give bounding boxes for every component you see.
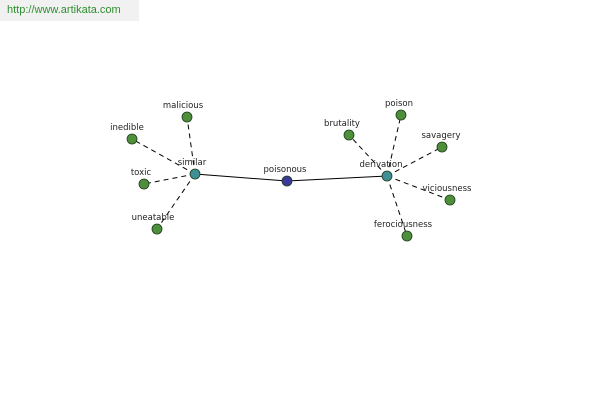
edge-similar-to-toxic	[143, 173, 196, 185]
edge-similar-to-malicious	[186, 116, 196, 175]
label-toxic: toxic	[131, 168, 152, 178]
edge-similar-to-inedible	[131, 138, 196, 175]
node-savagery[interactable]	[436, 141, 448, 153]
label-brutality: brutality	[324, 119, 360, 129]
node-poisonous[interactable]	[281, 175, 293, 187]
node-brutality[interactable]	[343, 129, 355, 141]
label-ferociousness: ferociousness	[374, 220, 433, 230]
edge-derivation-to-viciousness	[386, 175, 451, 201]
node-ferociousness[interactable]	[401, 230, 413, 242]
label-similar: similar	[178, 158, 207, 168]
label-savagery: savagery	[421, 131, 460, 141]
graph-labels: poisonous similar malicious inedible toxic un…	[110, 99, 472, 230]
node-toxic[interactable]	[138, 178, 150, 190]
edge-derivation-to-brutality	[348, 134, 388, 177]
edge-derivation-to-poison	[386, 114, 402, 177]
edge-derivation-to-ferociousness	[386, 175, 408, 237]
node-uneatable[interactable]	[151, 223, 163, 235]
graph-nodes	[126, 109, 456, 242]
label-inedible: inedible	[110, 123, 144, 133]
edge-center-to-similar	[194, 173, 288, 182]
node-similar[interactable]	[189, 168, 201, 180]
edge-center-to-derivation	[286, 175, 388, 182]
label-derivation: derivation	[359, 160, 402, 170]
edge-similar-to-uneatable	[156, 173, 196, 230]
label-uneatable: uneatable	[132, 213, 175, 223]
label-poisonous: poisonous	[264, 165, 308, 175]
source-link[interactable]: http://www.artikata.com	[0, 0, 139, 21]
label-malicious: malicious	[163, 101, 204, 111]
label-viciousness: viciousness	[423, 184, 472, 194]
label-poison: poison	[385, 99, 413, 109]
edge-derivation-to-savagery	[386, 146, 443, 177]
node-poison[interactable]	[395, 109, 407, 121]
node-derivation[interactable]	[381, 170, 393, 182]
graph-edges	[131, 114, 451, 237]
node-viciousness[interactable]	[444, 194, 456, 206]
node-malicious[interactable]	[181, 111, 193, 123]
node-inedible[interactable]	[126, 133, 138, 145]
